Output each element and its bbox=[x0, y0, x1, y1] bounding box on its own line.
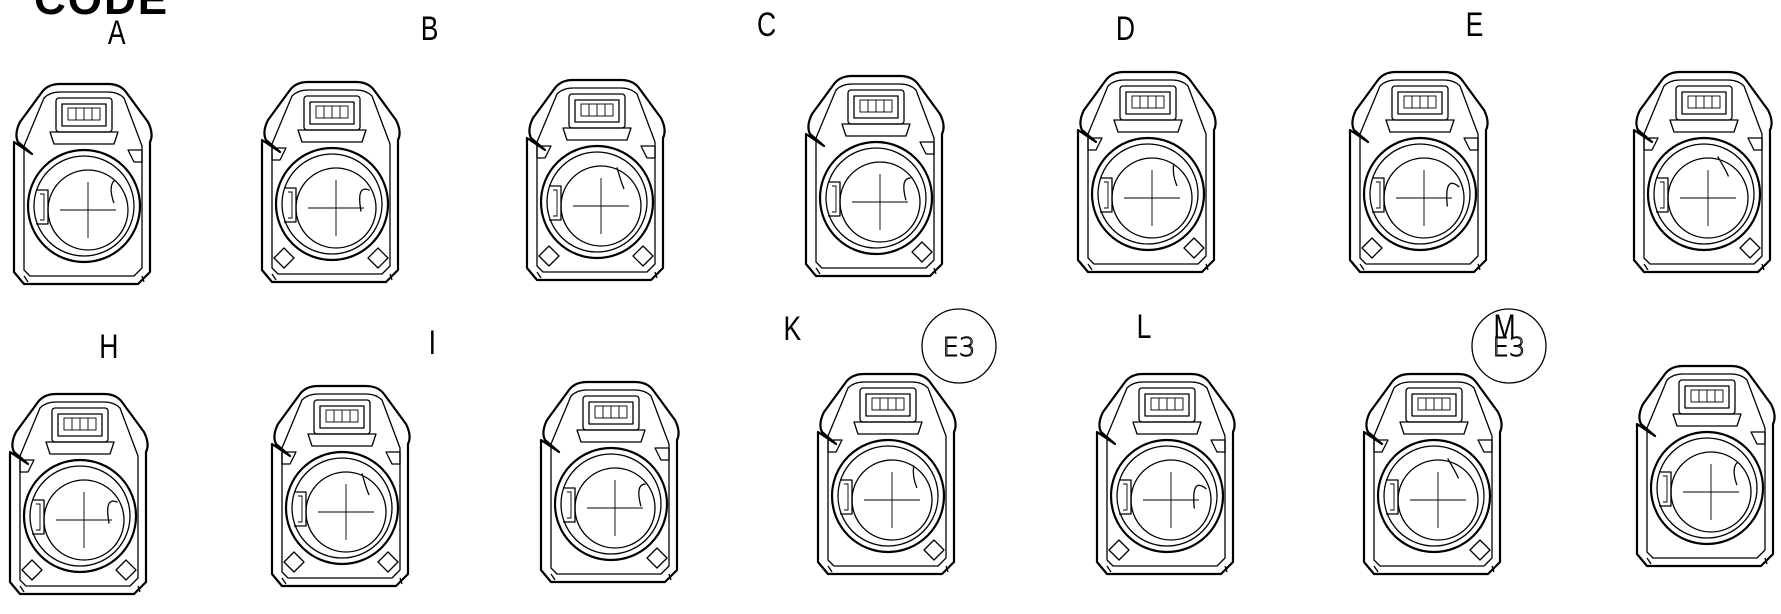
connector-h: H bbox=[8, 328, 149, 596]
connector-body bbox=[1076, 70, 1217, 274]
variant-badge: E3 bbox=[921, 308, 997, 384]
code-label: I bbox=[429, 324, 436, 362]
connector-d: D bbox=[804, 10, 1135, 278]
connector-z: Z bbox=[1635, 364, 1776, 568]
connector-c: C bbox=[525, 6, 776, 282]
code-label: A bbox=[108, 14, 126, 52]
badge-circle bbox=[921, 308, 997, 384]
code-label: D bbox=[1116, 10, 1135, 48]
badge-circle bbox=[1471, 308, 1547, 384]
code-label: H bbox=[99, 328, 118, 366]
connector-body bbox=[816, 372, 957, 576]
page-heading: CODE bbox=[34, 0, 169, 22]
badge-label: E3 bbox=[943, 333, 976, 363]
connector-body bbox=[1362, 372, 1503, 576]
connector-b: B bbox=[260, 10, 439, 284]
code-label: B bbox=[421, 10, 439, 48]
code-label: K bbox=[784, 310, 802, 348]
connector-f: F bbox=[1348, 70, 1489, 274]
connector-body bbox=[12, 82, 153, 286]
connector-l: L E3 bbox=[816, 308, 1152, 576]
code-label: M bbox=[1494, 308, 1516, 346]
connector-k: K bbox=[539, 310, 802, 584]
connector-body bbox=[260, 80, 401, 284]
connector-body bbox=[1632, 70, 1773, 274]
code-label: C bbox=[757, 6, 776, 44]
connector-m: M bbox=[1095, 308, 1516, 576]
connector-body bbox=[8, 392, 149, 596]
connector-body bbox=[1095, 372, 1236, 576]
connector-body bbox=[804, 74, 945, 278]
connector-body bbox=[1348, 70, 1489, 274]
connector-body bbox=[1635, 364, 1776, 568]
connector-g: G bbox=[1632, 70, 1773, 274]
badge-label: E3 bbox=[1493, 333, 1526, 363]
connector-n: NE3 bbox=[1362, 308, 1547, 576]
connector-body bbox=[270, 384, 411, 588]
variant-badge: E3 bbox=[1471, 308, 1547, 384]
code-label: L bbox=[1137, 308, 1152, 346]
connector-body bbox=[525, 78, 666, 282]
code-label: E bbox=[1466, 6, 1484, 44]
connector-a: A bbox=[12, 14, 153, 286]
connector-i: I bbox=[270, 324, 436, 588]
connector-e: E bbox=[1076, 6, 1484, 274]
connector-body bbox=[539, 380, 680, 584]
